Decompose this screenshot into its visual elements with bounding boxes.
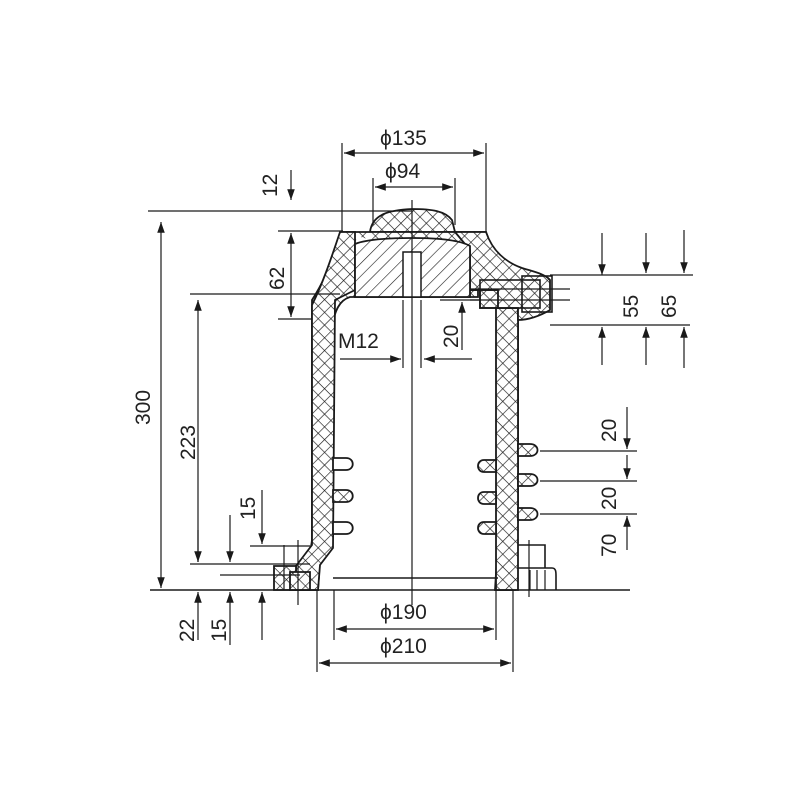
- svg-text:223: 223: [177, 425, 200, 460]
- dim-top-inner-diameter: ϕ94: [372, 160, 456, 225]
- dim-bottom-outer-diameter: ϕ210: [316, 590, 514, 672]
- svg-text:15: 15: [237, 497, 260, 520]
- dim-bottom-inner-diameter: ϕ190: [333, 590, 497, 640]
- svg-text:ϕ210: ϕ210: [380, 635, 427, 658]
- dim-top-outer-diameter: ϕ135: [341, 127, 487, 232]
- svg-text:70: 70: [598, 534, 621, 557]
- side-port: [470, 275, 570, 313]
- dim-overall-height: 300: [132, 222, 165, 588]
- svg-text:22: 22: [176, 619, 199, 642]
- svg-text:55: 55: [620, 295, 643, 318]
- left-sheds: [332, 457, 354, 535]
- dim-thread: M12: [338, 300, 472, 368]
- insulator-body: [273, 208, 551, 591]
- right-sheds: [477, 443, 539, 535]
- dim-inner-height: 223: [177, 293, 340, 565]
- dim-head-height: 62: [266, 230, 343, 320]
- svg-text:12: 12: [259, 174, 282, 197]
- svg-text:15: 15: [208, 619, 231, 642]
- dim-top-offset: 12: [148, 170, 412, 212]
- svg-text:M12: M12: [338, 330, 379, 353]
- svg-text:300: 300: [132, 390, 155, 425]
- dim-flange-step: 15: [237, 490, 266, 640]
- dim-sheds: 20 20 70: [540, 407, 637, 557]
- svg-text:ϕ190: ϕ190: [380, 601, 427, 624]
- left-flange-fitting: [250, 540, 310, 605]
- dim-base-left: 22 15: [176, 515, 300, 645]
- svg-text:ϕ94: ϕ94: [385, 160, 420, 183]
- right-flange-fitting: [518, 540, 557, 597]
- dim-insert-depth: 20: [440, 299, 480, 350]
- svg-text:62: 62: [266, 267, 289, 290]
- svg-text:20: 20: [440, 325, 463, 348]
- svg-text:20: 20: [598, 487, 621, 510]
- dim-side-port: 55 65: [550, 230, 693, 368]
- svg-text:ϕ135: ϕ135: [380, 127, 427, 150]
- svg-text:20: 20: [598, 419, 621, 442]
- svg-text:65: 65: [658, 295, 681, 318]
